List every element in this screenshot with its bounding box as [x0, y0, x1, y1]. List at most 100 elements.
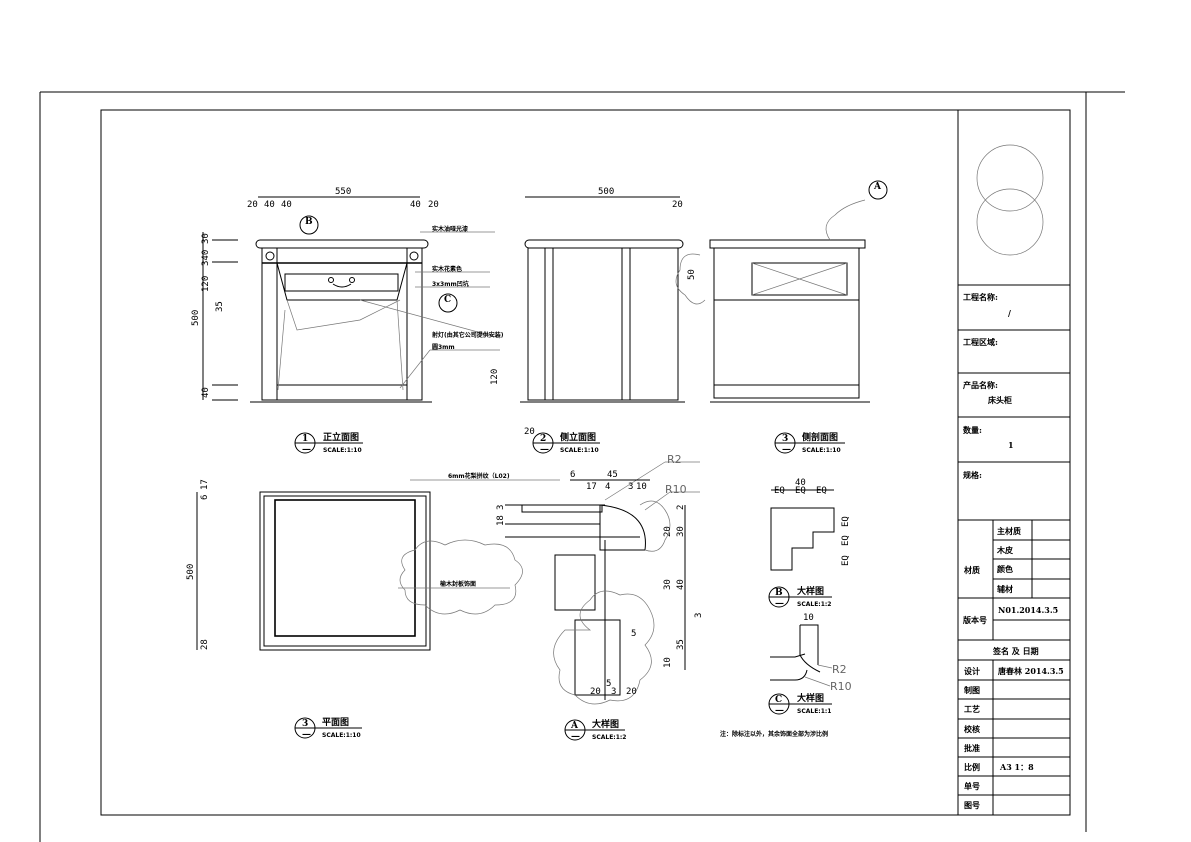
view-num: 1: [302, 434, 308, 444]
dim: 10: [663, 657, 673, 668]
dim: 5: [606, 679, 611, 689]
dim: 5: [631, 629, 636, 639]
view-title: 大样图: [592, 718, 619, 730]
detail-b: 40 EQ EQ EQ EQ EQ EQ: [770, 478, 851, 571]
callout-b: B: [305, 217, 313, 227]
view-title: 大样图: [797, 585, 824, 597]
view-label-section: 3 — 侧剖面图 SCALE:1:10: [774, 431, 845, 455]
side-elevation: 500 20 120 20: [490, 187, 685, 437]
label-wood-panel: 榆木封板饰面: [440, 580, 476, 588]
view-scale: SCALE:1:10: [802, 447, 841, 454]
view-num: C: [775, 695, 782, 705]
plan-view: 榆木封板饰面 6mm花梨拼纹（L02) 17 6 500 28: [186, 472, 560, 651]
dim: EQ: [841, 555, 851, 566]
view-num: 3: [302, 719, 308, 729]
dim: 35: [215, 301, 225, 312]
view-title: 正立面图: [323, 431, 359, 443]
view-scale: SCALE:1:10: [322, 732, 361, 739]
view-title: 大样图: [797, 692, 824, 704]
version-label: 版本号: [962, 615, 987, 625]
dim: 10: [803, 613, 814, 623]
dim: 340: [201, 250, 211, 266]
label-groove: 3x3mm凹坑: [432, 280, 469, 288]
dim: EQ: [774, 486, 785, 496]
view-label-side: 2 — 侧立面图 SCALE:1:10: [532, 431, 600, 455]
label-round: 圆3mm: [432, 343, 455, 351]
dim: 30: [676, 526, 686, 537]
dim: 40: [676, 579, 686, 590]
row-label: 设计: [964, 666, 980, 676]
detail-c: R2 R10 10: [770, 613, 852, 693]
view-title: 侧剖面图: [802, 431, 838, 443]
callout-c: C: [444, 295, 451, 305]
row-value: A3 1：8: [999, 762, 1034, 772]
row-label: 比例: [964, 762, 980, 772]
material-color: 颜色: [997, 564, 1013, 574]
logo-circle-bottom: [976, 188, 1044, 256]
dim: 20: [672, 200, 683, 210]
dim: 17: [200, 479, 210, 490]
spec-label: 规格:: [963, 470, 982, 480]
dim: 20: [663, 526, 673, 537]
dim: 20: [428, 200, 439, 210]
view-scale: SCALE:1:10: [560, 447, 599, 454]
title-block: 工程名称: / 工程区域: 产品名称: 床头柜 数量: 1 规格: 材质 主材质…: [957, 110, 1070, 815]
view-sub: —: [782, 445, 791, 455]
sign-header: 签名 及 日期: [992, 646, 1039, 656]
view-sub: —: [775, 706, 784, 716]
dim: 20: [626, 687, 637, 697]
label-finish: 实木油哑光漆: [432, 225, 468, 233]
dim: 6: [570, 470, 575, 480]
side-section: A 50: [675, 180, 888, 403]
version-value: N01.2014.3.5: [998, 605, 1058, 615]
dim: 120: [490, 369, 500, 385]
label-carving: 实木花素色: [432, 265, 462, 273]
radius-c-r10: R10: [830, 680, 852, 693]
dim: 30: [663, 579, 673, 590]
dim: 45: [607, 470, 618, 480]
row-label: 批准: [964, 743, 980, 753]
dim: 500: [186, 564, 196, 580]
dim: 40: [410, 200, 421, 210]
dim: 2: [676, 505, 686, 510]
dim: 3: [496, 505, 506, 510]
dim: 40: [264, 200, 275, 210]
view-scale: SCALE:1:1: [797, 708, 831, 715]
project-area-label: 工程区域:: [963, 337, 998, 347]
callout-a: A: [873, 182, 882, 192]
dim: EQ: [841, 535, 851, 546]
dim: 30: [201, 233, 211, 244]
view-sub: —: [571, 732, 580, 742]
drawing-note: 注：除标注以外，其余饰面全部为涉比例: [720, 730, 828, 738]
quantity-label: 数量:: [963, 425, 982, 435]
dim: 500: [191, 310, 201, 326]
dim: 20: [590, 687, 601, 697]
product-name-label: 产品名称:: [963, 380, 998, 390]
view-title: 平面图: [322, 717, 349, 728]
dim-side-width: 500: [598, 187, 614, 197]
dim: 40: [201, 387, 211, 398]
dim: 35: [676, 639, 686, 650]
material-veneer: 木皮: [996, 545, 1013, 555]
view-sub: —: [302, 445, 311, 455]
row-label: 图号: [964, 800, 980, 810]
project-name-label: 工程名称:: [963, 292, 998, 302]
view-scale: SCALE:1:2: [592, 734, 626, 741]
dim: 3: [628, 482, 633, 492]
view-num: A: [570, 721, 579, 731]
row-label: 校核: [964, 724, 980, 734]
dim: 3: [611, 687, 616, 697]
view-sub: —: [302, 730, 311, 740]
view-sub: —: [775, 599, 784, 609]
view-num: 2: [540, 434, 546, 444]
material-aux: 辅材: [997, 584, 1013, 594]
dim: 120: [201, 276, 211, 292]
row-value: 唐春林 2014.3.5: [998, 666, 1064, 676]
dim: 40: [795, 478, 806, 488]
radius-r2: R2: [667, 453, 682, 466]
view-sub: —: [540, 445, 549, 455]
row-label: 制图: [964, 685, 980, 695]
view-label-front: 1 — 正立面图 SCALE:1:10: [294, 431, 363, 455]
view-num: B: [775, 588, 783, 598]
